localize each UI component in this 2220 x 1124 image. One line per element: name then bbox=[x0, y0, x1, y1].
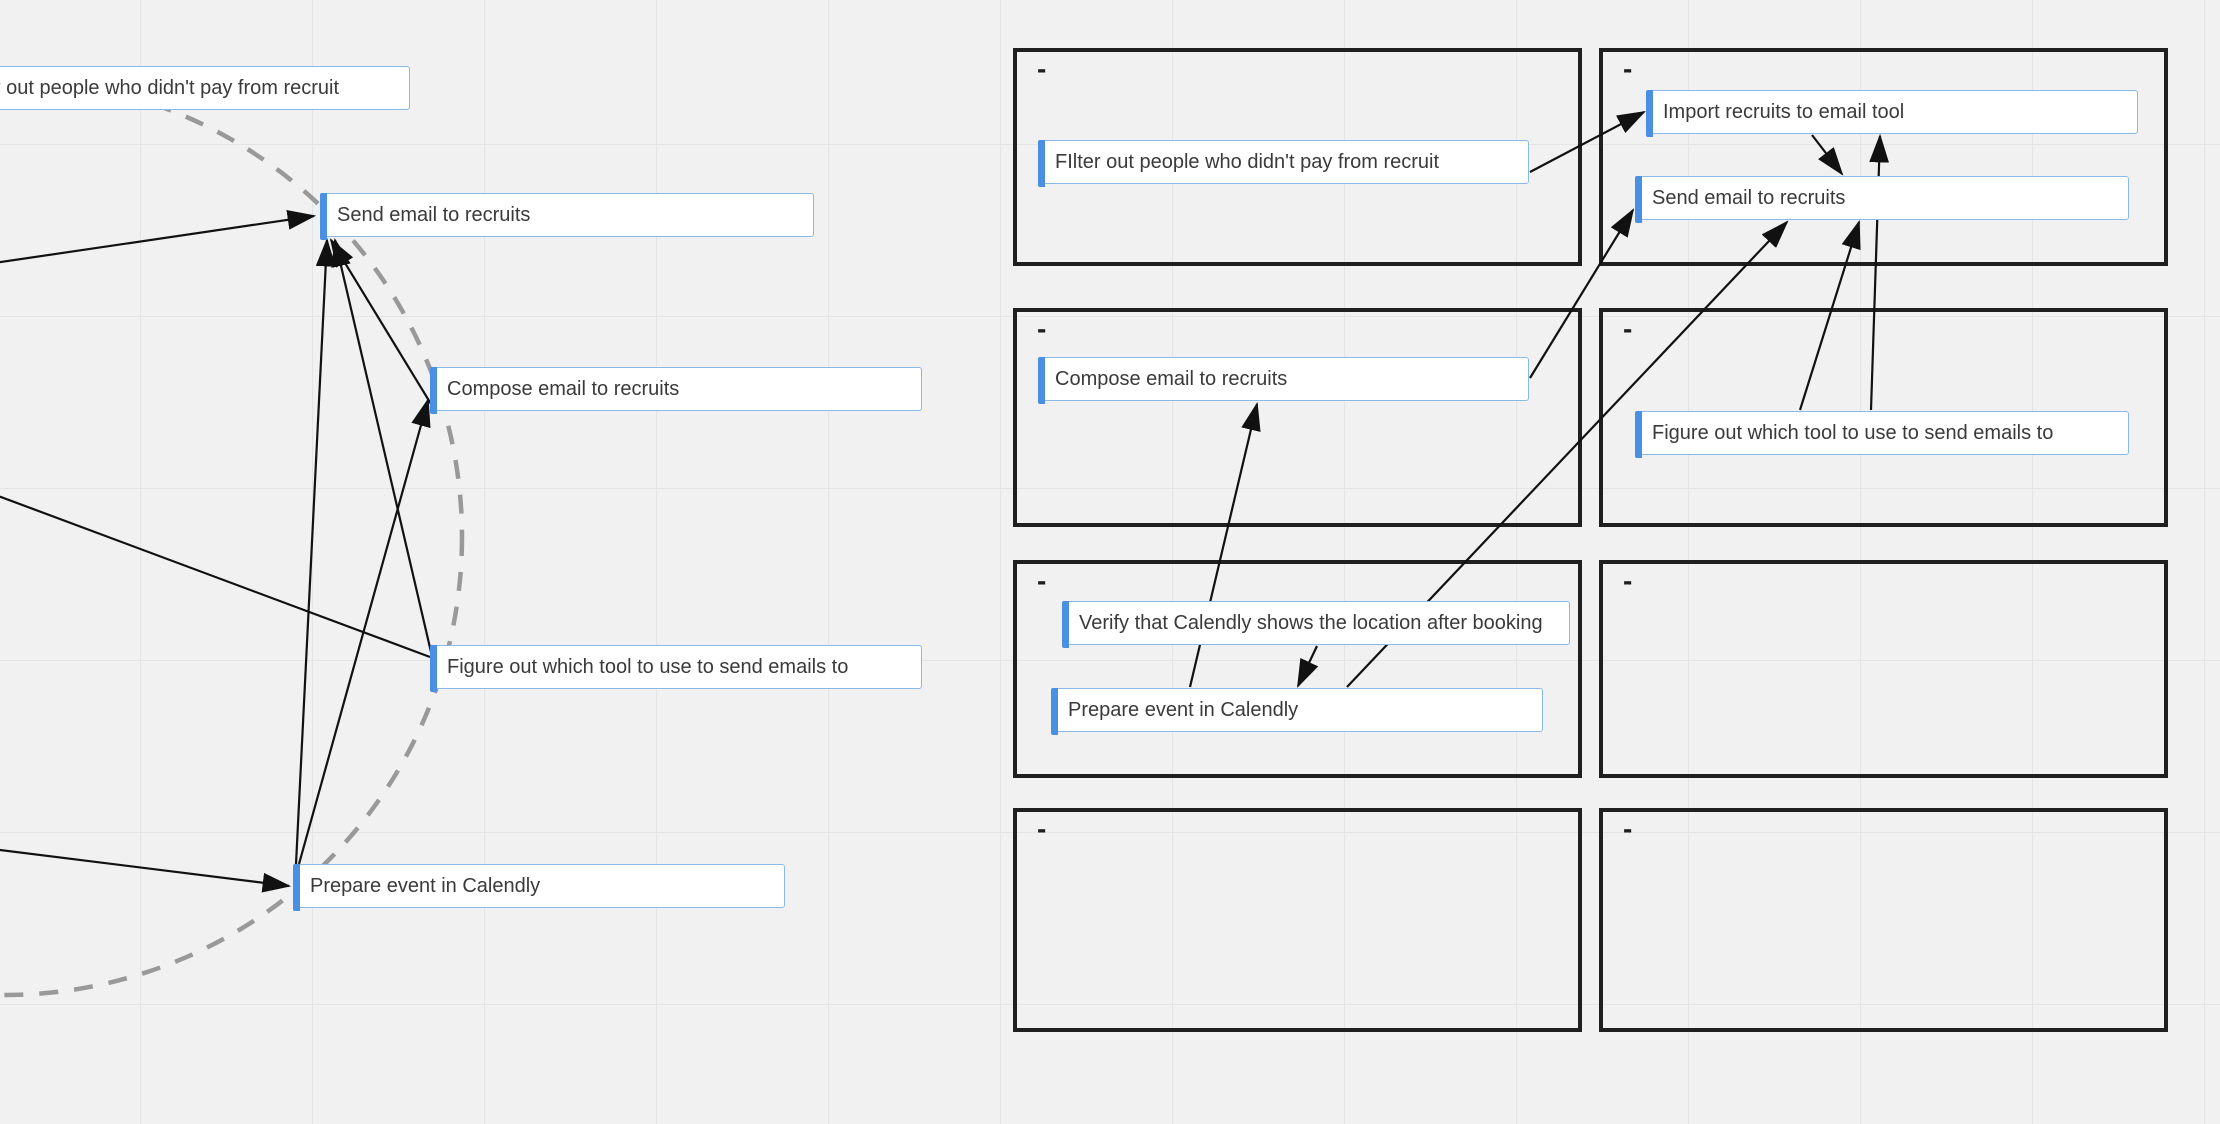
task-card-label: Compose email to recruits bbox=[447, 378, 680, 400]
frame-title: - bbox=[1623, 565, 1633, 596]
task-card-label: Send email to recruits bbox=[1652, 187, 1846, 209]
edge-prepare-send-left bbox=[294, 237, 336, 865]
frame-title: - bbox=[1037, 313, 1047, 344]
task-card-figure-right[interactable]: Figure out which tool to use to send ema… bbox=[1634, 410, 2129, 458]
task-card-send-left[interactable]: Send email to recruits bbox=[319, 192, 814, 240]
card-accent-bar bbox=[1634, 410, 1642, 458]
task-card-filter-left[interactable]: FIlter out people who didn't pay from re… bbox=[0, 66, 410, 110]
edge-verify-prepare-left bbox=[0, 848, 292, 893]
edge-compose-send-left bbox=[329, 238, 432, 405]
frame-3[interactable]: - bbox=[1013, 308, 1582, 527]
frame-5[interactable]: - bbox=[1013, 560, 1582, 778]
frame-title: - bbox=[1623, 813, 1633, 844]
frame-8[interactable]: - bbox=[1599, 808, 2168, 1032]
edge-prepare-compose-left bbox=[297, 397, 431, 865]
task-card-label: Prepare event in Calendly bbox=[310, 875, 541, 897]
task-card-label: Send email to recruits bbox=[337, 204, 531, 226]
card-accent-bar bbox=[292, 863, 300, 911]
card-accent-bar bbox=[1061, 600, 1069, 648]
frame-2[interactable]: - bbox=[1599, 48, 2168, 266]
task-card-send-right[interactable]: Send email to recruits bbox=[1634, 175, 2129, 223]
task-card-filter-right[interactable]: FIlter out people who didn't pay from re… bbox=[1037, 139, 1529, 187]
card-accent-bar bbox=[1050, 687, 1058, 735]
edge-figure-import-left bbox=[0, 495, 431, 659]
card-accent-bar bbox=[319, 192, 327, 240]
task-card-import-right[interactable]: Import recruits to email tool bbox=[1645, 89, 2138, 137]
card-accent-bar bbox=[429, 366, 437, 414]
task-card-label: Figure out which tool to use to send ema… bbox=[1652, 422, 2054, 444]
frame-7[interactable]: - bbox=[1013, 808, 1582, 1032]
task-card-label: Figure out which tool to use to send ema… bbox=[447, 656, 849, 678]
card-accent-bar bbox=[429, 644, 437, 692]
card-accent-bar bbox=[1634, 175, 1642, 223]
frame-title: - bbox=[1623, 313, 1633, 344]
task-card-label: Compose email to recruits bbox=[1055, 368, 1288, 390]
task-card-compose-right[interactable]: Compose email to recruits bbox=[1037, 356, 1529, 404]
task-card-compose-left[interactable]: Compose email to recruits bbox=[429, 366, 922, 414]
card-accent-bar bbox=[1037, 139, 1045, 187]
task-card-figure-left[interactable]: Figure out which tool to use to send ema… bbox=[429, 644, 922, 692]
task-card-label: Import recruits to email tool bbox=[1663, 101, 1905, 123]
frame-title: - bbox=[1623, 53, 1633, 84]
edge-figure-send-left bbox=[331, 237, 433, 653]
edge-import-send-left bbox=[0, 210, 317, 264]
card-accent-bar bbox=[1037, 356, 1045, 404]
task-card-verify-right[interactable]: Verify that Calendly shows the location … bbox=[1061, 600, 1570, 648]
task-card-label: Verify that Calendly shows the location … bbox=[1079, 612, 1543, 634]
card-accent-bar bbox=[1645, 89, 1653, 137]
task-card-label: FIlter out people who didn't pay from re… bbox=[1055, 151, 1440, 173]
task-card-prepare-right[interactable]: Prepare event in Calendly bbox=[1050, 687, 1543, 735]
task-card-label: Prepare event in Calendly bbox=[1068, 699, 1299, 721]
task-card-prepare-left[interactable]: Prepare event in Calendly bbox=[292, 863, 785, 911]
frame-6[interactable]: - bbox=[1599, 560, 2168, 778]
frame-title: - bbox=[1037, 565, 1047, 596]
task-card-label: FIlter out people who didn't pay from re… bbox=[0, 77, 340, 99]
frame-title: - bbox=[1037, 813, 1047, 844]
frame-title: - bbox=[1037, 53, 1047, 84]
